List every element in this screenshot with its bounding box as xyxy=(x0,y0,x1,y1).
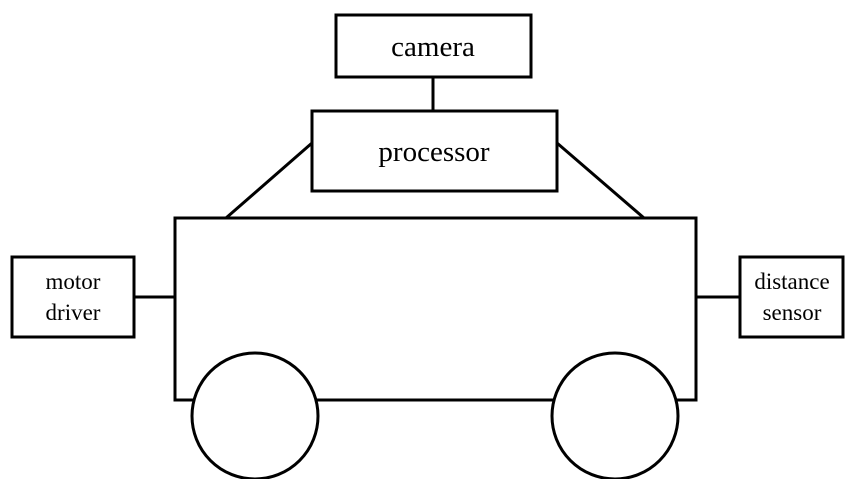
motor-driver-box-frame xyxy=(10,255,136,339)
motor-driver-label-line-2: driver xyxy=(46,300,101,325)
motor-driver-box: motor driver xyxy=(10,255,136,339)
distance-sensor-box-frame xyxy=(738,255,845,339)
processor-box: processor xyxy=(310,109,559,193)
distance-sensor-box: distance sensor xyxy=(738,255,845,339)
processor-body-link-right xyxy=(556,141,645,220)
distance-sensor-label-line-1: distance xyxy=(754,269,829,294)
camera-box: camera xyxy=(334,13,533,79)
motor-driver-label-line-1: motor xyxy=(46,269,101,294)
processor-body-link-left xyxy=(225,141,313,220)
camera-box-frame xyxy=(334,13,533,79)
processor-label: processor xyxy=(378,136,489,168)
processor-box-frame xyxy=(310,109,559,193)
camera-label: camera xyxy=(391,31,475,63)
rear-wheel xyxy=(550,351,680,479)
distance-sensor-label-line-2: sensor xyxy=(763,300,822,325)
front-wheel xyxy=(190,351,320,479)
